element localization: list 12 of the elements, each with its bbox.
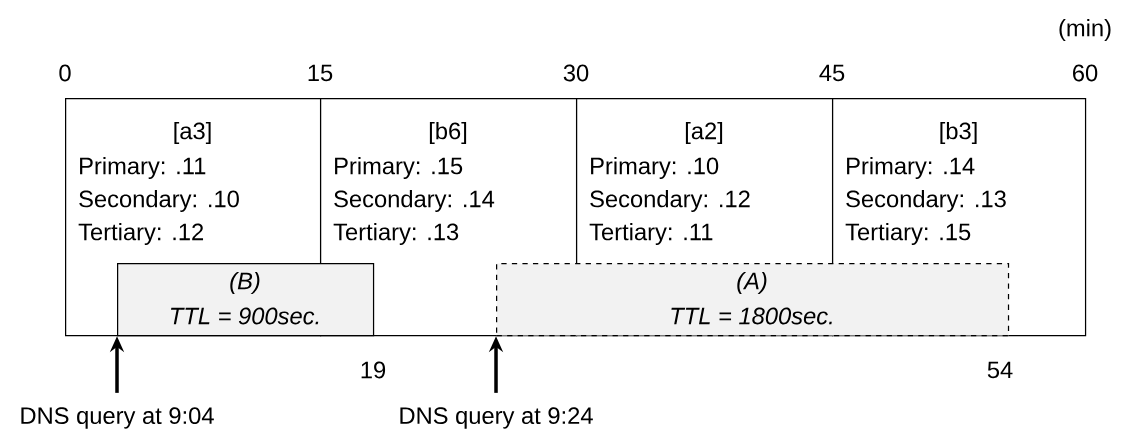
tick-label: 60 [1073, 64, 1098, 82]
tick-label: 0 [59, 64, 71, 82]
tick-label: 15 [308, 64, 333, 82]
tick-label: 45 [819, 64, 845, 82]
query-label: DNS query at 9:04 [21, 407, 214, 429]
tick-label: 19 [361, 361, 386, 379]
query-label: DNS query at 9:24 [400, 407, 593, 429]
ttl-box: (A) TTL = 1800sec. [496, 263, 1010, 337]
tick-label: 54 [987, 361, 1013, 379]
tick-label: 30 [563, 64, 589, 82]
unit-label: (min) [1059, 18, 1111, 42]
ttl-box: (B) TTL = 900sec. [117, 263, 375, 337]
